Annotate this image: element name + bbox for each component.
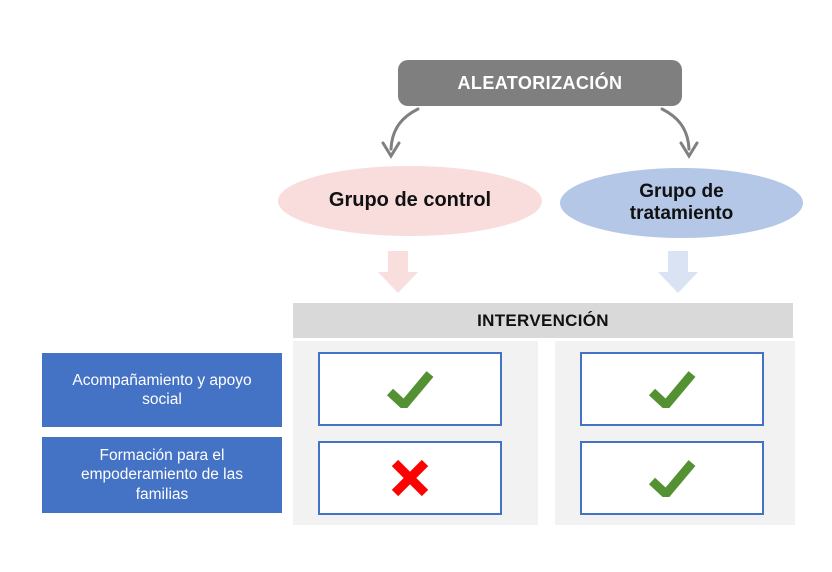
control-group-label: Grupo de control [328,189,492,212]
check-icon [386,371,434,408]
treatment-group-label: Grupo de tratamiento [629,180,734,224]
check-icon [648,460,696,497]
intervention-header: INTERVENCIÓN [293,303,793,338]
treatment-group-ellipse: Grupo de tratamiento [560,168,803,238]
curved-arrow-right [660,107,699,159]
cell-row2-treatment [580,441,764,515]
row-label-apoyo-social: Acompañamiento y apoyo social [42,353,282,427]
cell-row2-control [318,441,502,515]
curved-arrow-left [381,107,420,159]
cell-row1-control [318,352,502,426]
row-label-empoderamiento: Formación para el empoderamiento de las … [42,437,282,513]
cell-row1-treatment [580,352,764,426]
randomization-box: ALEATORIZACIÓN [398,60,682,106]
check-icon [648,371,696,408]
block-arrow-control [378,251,418,293]
cross-icon [391,459,429,497]
control-group-ellipse: Grupo de control [278,166,542,236]
block-arrow-treatment [658,251,698,293]
